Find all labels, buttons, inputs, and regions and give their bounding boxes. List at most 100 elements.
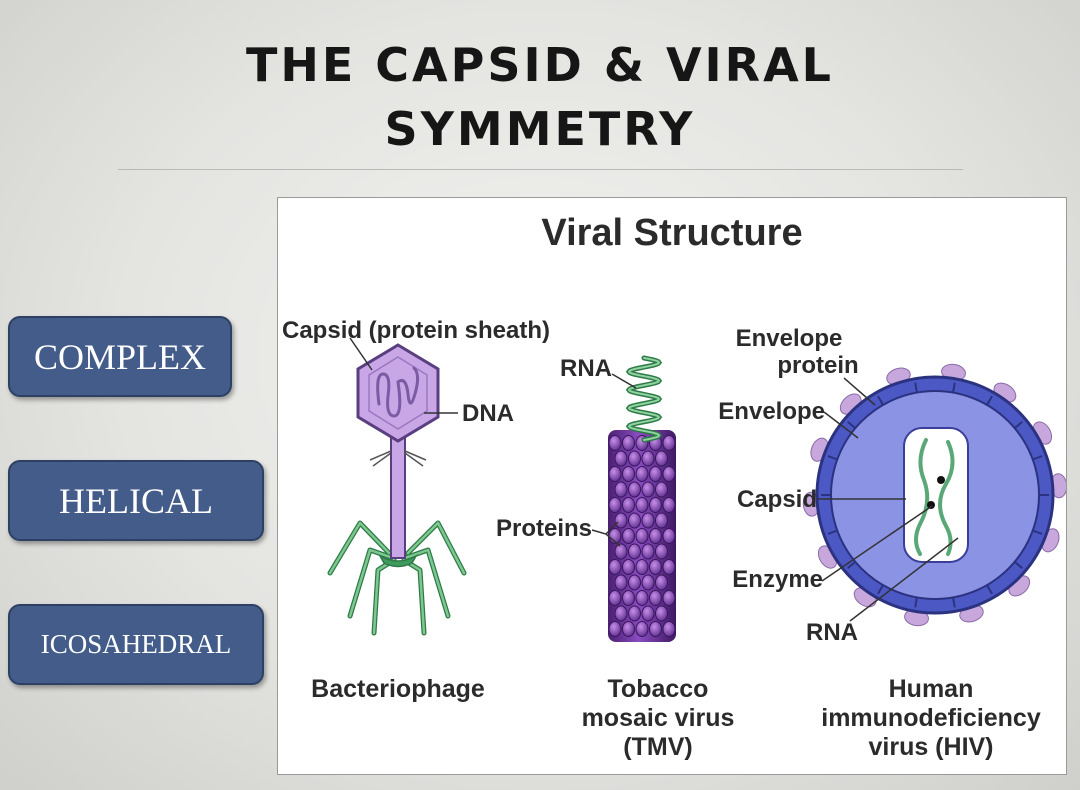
tmv-protein-unit <box>662 497 676 513</box>
title-divider <box>118 169 963 170</box>
envelope-protein-label-line1: Envelope <box>736 325 843 352</box>
tmv-protein-unit <box>655 450 668 467</box>
tmv-protein-unit <box>628 481 641 498</box>
tmv-protein-unit <box>608 590 622 606</box>
tmv-protein-unit <box>635 497 649 513</box>
helical-button[interactable]: HELICAL <box>8 460 264 541</box>
tmv-protein-unit <box>635 528 649 544</box>
matrix-spoke <box>914 597 918 608</box>
viral-structure-figure: Viral Structure <box>277 197 1068 775</box>
tmv-protein-unit <box>628 605 641 622</box>
phage-dna-label: DNA <box>462 400 514 427</box>
tmv-protein-unit <box>608 621 622 637</box>
tmv-protein-unit <box>622 466 635 482</box>
tmv-protein-unit <box>614 605 628 622</box>
hiv-capsid-label: Capsid <box>737 486 817 513</box>
matrix-spoke <box>1014 561 1023 570</box>
figure-svg: Viral Structure <box>282 212 1068 761</box>
tmv-protein-unit <box>614 481 628 498</box>
tmv-protein-unit <box>655 574 668 591</box>
slide-title-line2: SYMMETRY <box>384 102 696 156</box>
tmv-name-line3: (TMV) <box>623 733 692 761</box>
tmv-protein-unit <box>662 435 676 451</box>
tmv-protein-unit <box>649 559 662 575</box>
tmv-protein-unit <box>614 574 628 591</box>
matrix-spoke <box>914 382 918 393</box>
tmv-protein-unit <box>662 466 676 482</box>
tmv-protein-unit <box>608 466 622 482</box>
matrix-spoke <box>827 529 838 535</box>
icosahedral-button[interactable]: ICOSAHEDRAL <box>8 604 264 685</box>
tmv-protein-unit <box>649 497 662 513</box>
tmv-protein-unit <box>655 543 668 560</box>
tmv-protein-unit <box>622 621 635 637</box>
tmv-protein-unit <box>649 590 662 606</box>
tmv-protein-unit <box>622 559 635 575</box>
matrix-spoke <box>827 455 838 461</box>
hiv-illustration <box>802 363 1068 627</box>
hiv-rna-label: RNA <box>806 619 858 646</box>
tmv-protein-unit <box>641 605 655 622</box>
tmv-protein-unit <box>641 543 655 560</box>
tmv-protein-unit <box>622 497 635 513</box>
tmv-protein-unit <box>662 621 676 637</box>
tmv-name-line2: mosaic virus <box>582 704 735 732</box>
tmv-protein-unit <box>649 466 662 482</box>
tmv-protein-unit <box>628 450 641 467</box>
tmv-protein-unit <box>649 528 662 544</box>
tmv-protein-unit <box>662 590 676 606</box>
hiv-enzyme-label: Enzyme <box>732 566 823 593</box>
tmv-protein-unit <box>649 621 662 637</box>
tmv-protein-unit <box>608 559 622 575</box>
tmv-protein-unit <box>635 590 649 606</box>
matrix-spoke <box>877 584 884 595</box>
matrix-spoke <box>877 395 884 406</box>
hiv-name-line2: immunodeficiency <box>821 704 1041 732</box>
matrix-spoke <box>1032 455 1043 461</box>
bacteriophage-name: Bacteriophage <box>311 675 485 703</box>
tmv-protein-unit <box>608 497 622 513</box>
tmv-protein-unit <box>614 543 628 560</box>
tmv-protein-unit <box>614 512 628 529</box>
tmv-protein-unit <box>655 512 668 529</box>
tmv-protein-unit <box>614 450 628 467</box>
tmv-protein-unit <box>628 574 641 591</box>
tmv-protein-unit <box>662 528 676 544</box>
tmv-protein-unit <box>641 450 655 467</box>
hiv-name-line3: virus (HIV) <box>868 733 993 761</box>
bacteriophage-illustration <box>327 337 467 636</box>
matrix-spoke <box>952 382 956 393</box>
envelope-protein-label-line2: protein <box>777 352 858 379</box>
tmv-protein-unit <box>628 512 641 529</box>
matrix-spoke <box>952 597 956 608</box>
tmv-protein-unit <box>635 621 649 637</box>
tmv-protein-unit <box>655 481 668 498</box>
matrix-spoke <box>847 420 856 429</box>
tmv-protein-unit <box>635 559 649 575</box>
hiv-name-line1: Human <box>889 675 974 703</box>
tmv-protein-unit <box>628 543 641 560</box>
matrix-spokes <box>821 382 1049 608</box>
hiv-envelope-label: Envelope <box>718 398 825 425</box>
tmv-illustration <box>591 355 676 642</box>
tmv-protein-unit <box>622 528 635 544</box>
matrix-spoke <box>986 395 993 406</box>
tmv-protein-unit <box>655 605 668 622</box>
matrix-spoke <box>1032 529 1043 535</box>
tmv-protein-unit <box>635 466 649 482</box>
capsid-protein-sheath-label: Capsid (protein sheath) <box>282 317 550 344</box>
tmv-proteins-label: Proteins <box>496 515 592 542</box>
matrix-spoke <box>1014 420 1023 429</box>
tmv-protein-unit <box>641 512 655 529</box>
slide-title-line1: THE CAPSID & VIRAL <box>245 38 834 92</box>
complex-button[interactable]: COMPLEX <box>8 316 232 397</box>
matrix-spoke <box>847 561 856 570</box>
tmv-rna-label: RNA <box>560 355 612 382</box>
tmv-protein-unit <box>622 590 635 606</box>
tmv-protein-unit <box>662 559 676 575</box>
figure-title: Viral Structure <box>541 212 802 254</box>
tmv-name-line1: Tobacco <box>608 675 709 703</box>
tmv-protein-unit <box>641 574 655 591</box>
tmv-protein-unit <box>641 481 655 498</box>
tmv-protein-unit <box>608 435 622 451</box>
